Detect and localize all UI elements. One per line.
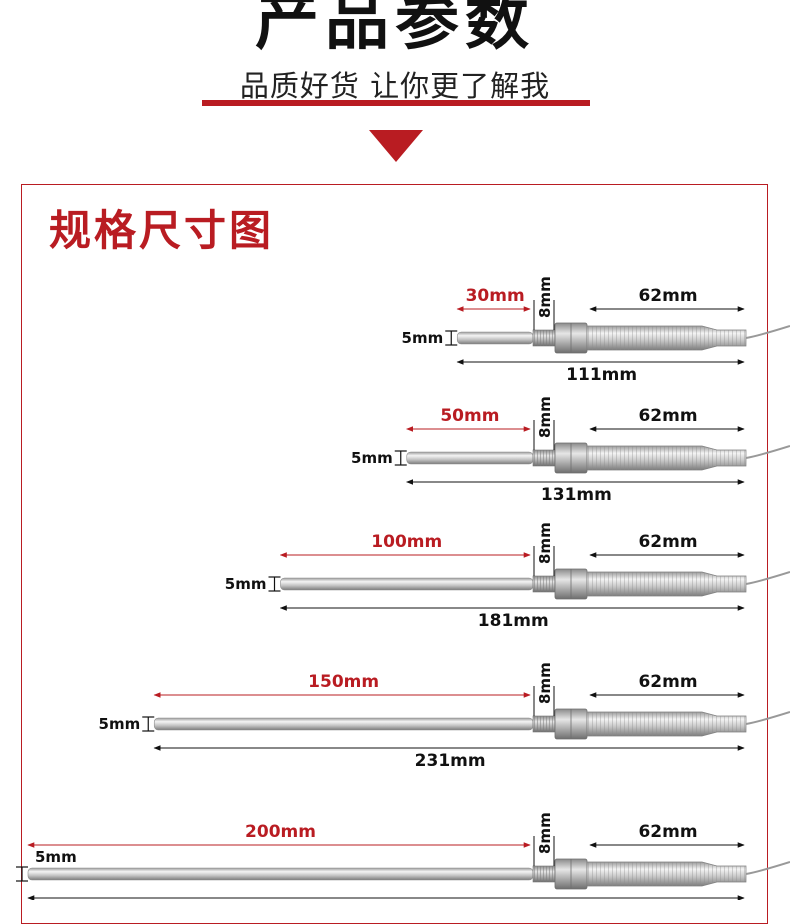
probe-length-label: 200mm [245,822,316,842]
thread-size-label: 8mm [536,662,554,704]
page-title: 产品参数 [255,0,535,59]
probe-lead-wire [745,445,790,459]
probe-length-label: 50mm [440,406,499,426]
probe-thread-lines [533,330,555,346]
probe-spring-coils [587,446,746,470]
probe-spring-coils [587,326,746,350]
probe-lead-wire [745,711,790,725]
probe-length-label: 30mm [466,286,525,306]
fitting-length-label: 62mm [638,286,697,306]
section-title: 规格尺寸图 [49,206,275,255]
total-length-label: 131mm [541,485,612,505]
diameter-label: 5mm [99,715,141,733]
thread-size-label: 8mm [536,812,554,854]
probe-row-0: 5mm 30mm 8mm 62mm 111mm [402,276,790,385]
total-length-label: 111mm [566,365,637,385]
probe-spring-coils [587,572,746,596]
thread-size-label: 8mm [536,276,554,318]
probe-rod [406,451,534,465]
fitting-length-label: 62mm [638,532,697,552]
diameter-label: 5mm [35,848,77,866]
probe-spring-coils [587,862,746,886]
total-length-label: 231mm [415,751,486,771]
probe-rod [280,577,534,591]
probe-rod [27,867,534,881]
probe-row-3: 5mm 150mm 8mm 62mm 231mm [99,662,790,771]
fitting-length-label: 62mm [638,406,697,426]
probe-lead-wire [745,861,790,875]
fitting-length-label: 62mm [638,672,697,692]
probe-length-label: 150mm [308,672,379,692]
thread-size-label: 8mm [536,522,554,564]
thread-size-label: 8mm [536,396,554,438]
probe-rod [456,331,534,345]
probe-thread-lines [533,866,555,882]
down-arrow-icon [369,130,423,162]
page-subtitle: 品质好货 让你更了解我 [239,69,551,103]
probe-spring-coils [587,712,746,736]
subtitle-underline [202,100,590,106]
probe-thread-lines [533,716,555,732]
probe-thread-lines [533,450,555,466]
probe-row-1: 5mm 50mm 8mm 62mm 131mm [351,396,790,505]
diameter-label: 5mm [225,575,267,593]
probe-thread-lines [533,576,555,592]
probe-row-2: 5mm 100mm 8mm 62mm 181mm [225,522,790,631]
fitting-length-label: 62mm [638,822,697,842]
diameter-label: 5mm [351,449,393,467]
probe-rod [153,717,534,731]
probe-lead-wire [745,325,790,339]
probe-lead-wire [745,571,790,585]
diameter-label: 5mm [402,329,444,347]
probe-row-4: 5mm 200mm 8mm 62mm [16,812,790,900]
probe-length-label: 100mm [371,532,442,552]
total-length-label: 181mm [478,611,549,631]
